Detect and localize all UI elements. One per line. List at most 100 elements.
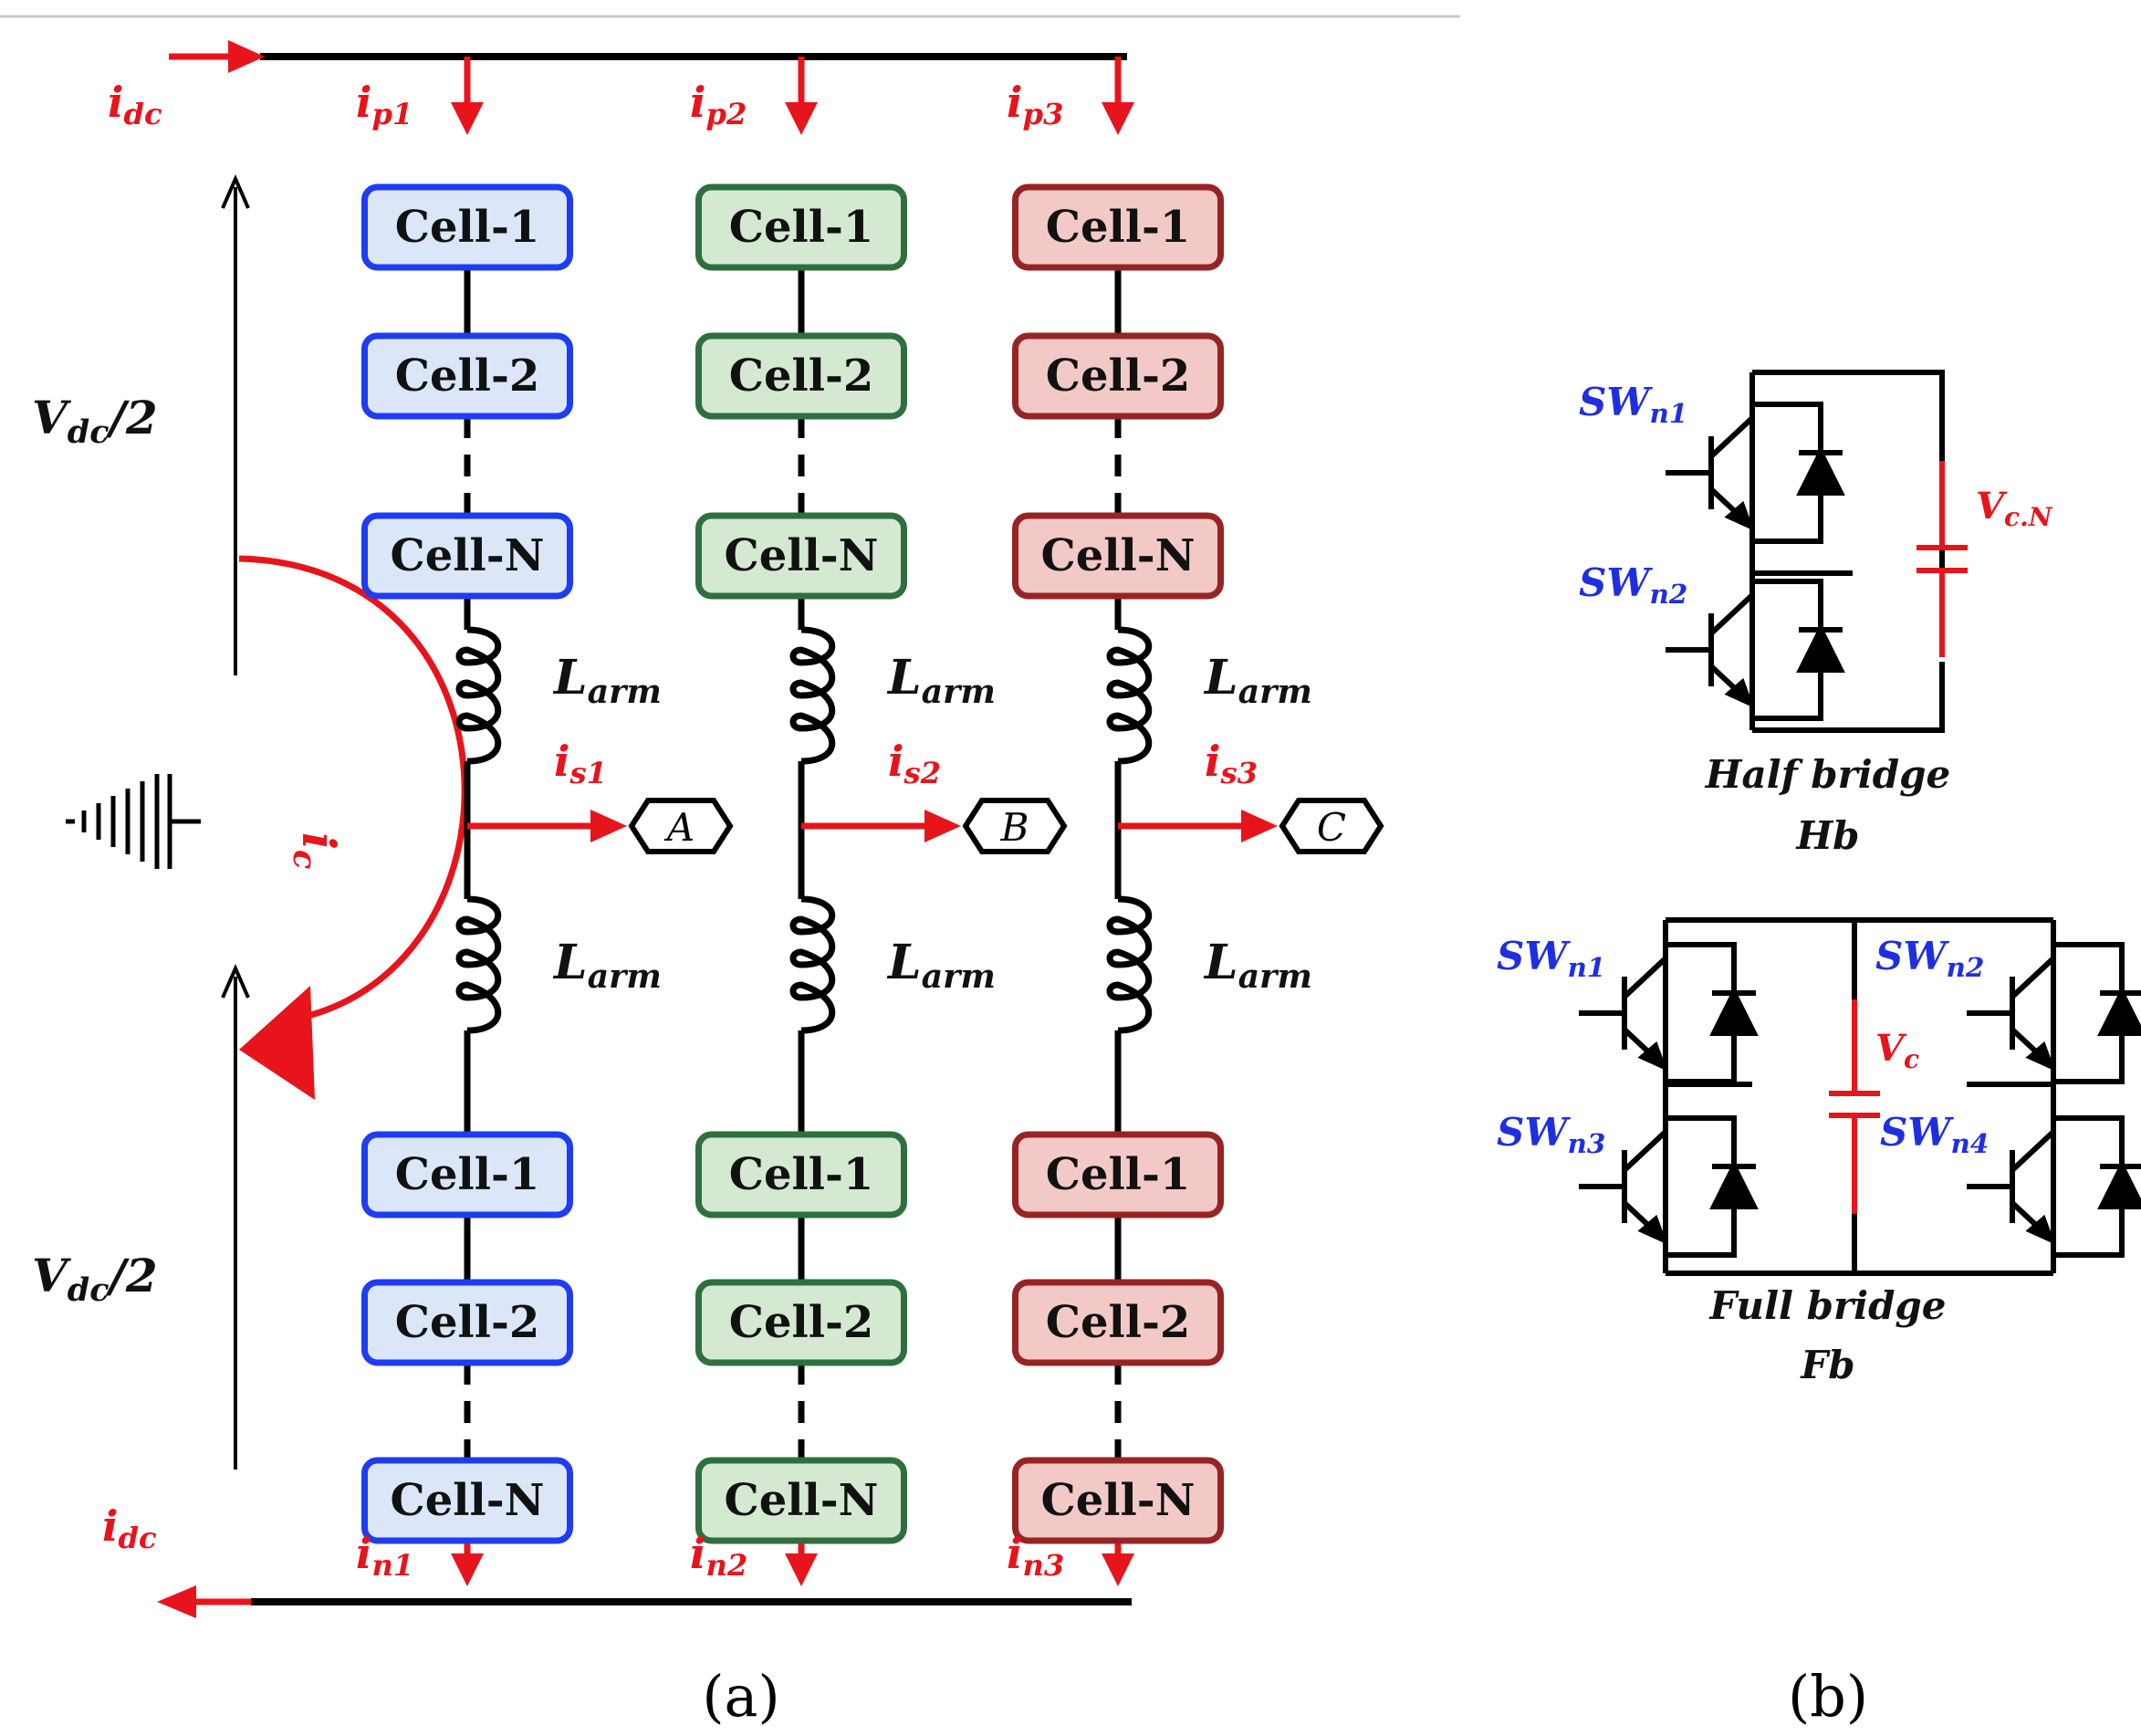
idc-top-label: idc — [108, 78, 162, 131]
hb-switch-1-igbt-icon — [1666, 402, 1845, 544]
idc-top-arrowhead — [228, 40, 265, 73]
ground-icon — [66, 774, 201, 869]
upper-cell-3-phase-a — [361, 512, 573, 600]
inductor-upper-1 — [455, 626, 502, 765]
cell-label: Cell-1 — [1046, 1149, 1191, 1200]
inductor-lower-3 — [1106, 895, 1153, 1034]
hb-sw1-label: SWn1 — [1579, 380, 1687, 429]
upper-cell-2-phase-a — [361, 332, 573, 420]
fb-switch-1-igbt-icon — [1579, 942, 1759, 1084]
larm-label-lower-3: Larm — [1203, 935, 1312, 996]
in1-label: in1 — [356, 1529, 413, 1583]
ip3-label: ip3 — [1007, 78, 1063, 131]
fb-cap-label: Vc — [1875, 1027, 1919, 1074]
fb-switch-4-igbt-icon — [1967, 1115, 2141, 1258]
upper-cell-1-phase-b — [695, 183, 907, 271]
lower-cell-3-phase-c — [1012, 1457, 1224, 1544]
cell-label: Cell-1 — [729, 202, 874, 253]
cell-label: Cell-1 — [395, 1149, 540, 1200]
leg-c: CCell-1Cell-2Cell-NCell-1Cell-2Cell-Nip3… — [1007, 57, 1384, 1586]
cell-label: Cell-2 — [395, 1297, 540, 1348]
fb-sw1-label: SWn1 — [1497, 934, 1605, 983]
upper-cell-2-phase-c — [1012, 332, 1224, 420]
fb-switch-3-igbt-icon — [1579, 1115, 1759, 1258]
hb-switch-2-igbt-icon — [1666, 579, 1845, 721]
cell-label: Cell-2 — [1046, 350, 1191, 402]
terminal-b — [962, 798, 1068, 854]
larm-label-lower-1: Larm — [552, 935, 662, 996]
fb-title: Full bridge — [1708, 1283, 1946, 1328]
cell-label: Cell-N — [390, 1475, 544, 1526]
fb-sw4-label: SWn4 — [1880, 1110, 1989, 1159]
fb-sw2-label: SWn2 — [1875, 934, 1984, 983]
lower-cell-1-phase-a — [361, 1131, 573, 1218]
is1-label: is1 — [554, 737, 607, 790]
hb-sw2-label: SWn2 — [1579, 560, 1687, 610]
inductor-upper-3 — [1106, 626, 1153, 765]
full-bridge-circuit — [1663, 917, 2056, 1276]
lower-cell-2-phase-a — [361, 1279, 573, 1366]
lower-cell-1-phase-b — [695, 1131, 907, 1218]
vdc-lower-label: Vdc/2 — [32, 1249, 158, 1309]
upper-cell-3-phase-c — [1012, 512, 1224, 600]
larm-label-lower-2: Larm — [886, 935, 996, 996]
fb-switch-2-igbt-icon — [1967, 942, 2141, 1084]
terminal-a — [628, 798, 734, 854]
inductor-lower-2 — [789, 895, 836, 1034]
idc-bottom-label: idc — [102, 1501, 157, 1555]
lower-cell-1-phase-c — [1012, 1131, 1224, 1218]
upper-cell-2-phase-b — [695, 332, 907, 420]
leg-a: ACell-1Cell-2Cell-NCell-1Cell-2Cell-Nip1… — [356, 57, 734, 1586]
caption-a: (a) — [702, 1663, 779, 1730]
ip2-label: ip2 — [690, 78, 747, 131]
hb-abbr: Hb — [1795, 813, 1859, 858]
upper-cell-3-phase-b — [695, 512, 907, 600]
cell-label: Cell-N — [1040, 530, 1195, 581]
cell-label: Cell-N — [390, 530, 544, 581]
terminal-c — [1279, 798, 1384, 854]
mmc-circuit: ACell-1Cell-2Cell-NCell-1Cell-2Cell-Nip1… — [32, 40, 1384, 1730]
half-bridge-circuit — [1749, 370, 1968, 733]
is2-label: is2 — [888, 737, 941, 790]
larm-label-upper-2: Larm — [886, 650, 996, 711]
ip1-label: ip1 — [356, 78, 413, 131]
submodule-topologies: SWn1 SWn2 Vc.N Half bridge Hb SWn1 SWn2 … — [1497, 370, 2141, 1730]
ic-circulating-arrow — [238, 555, 468, 1026]
terminal-label-a: A — [663, 805, 695, 850]
cell-label: Cell-1 — [1046, 202, 1191, 253]
is2-arrowhead — [924, 810, 961, 842]
fb-sw3-label: SWn3 — [1497, 1110, 1605, 1159]
terminal-label-b: B — [1000, 805, 1029, 850]
terminal-label-c: C — [1317, 805, 1346, 850]
is3-arrowhead — [1241, 810, 1278, 842]
ic-label: ic — [286, 832, 346, 869]
cell-label: Cell-2 — [729, 1297, 874, 1348]
in3-label: in3 — [1007, 1529, 1064, 1583]
cell-label: Cell-1 — [729, 1149, 874, 1200]
in1-arrowhead — [451, 1553, 484, 1586]
cell-label: Cell-N — [1040, 1475, 1195, 1526]
lower-cell-3-phase-b — [695, 1457, 907, 1544]
cell-label: Cell-N — [724, 530, 878, 581]
ip1-arrowhead — [451, 102, 484, 135]
fb-abbr: Fb — [1800, 1343, 1854, 1387]
upper-cell-1-phase-c — [1012, 183, 1224, 271]
ip3-arrowhead — [1102, 102, 1134, 135]
hb-title: Half bridge — [1705, 752, 1950, 797]
lower-cell-2-phase-b — [695, 1279, 907, 1366]
larm-label-upper-3: Larm — [1203, 650, 1312, 711]
cell-label: Cell-2 — [395, 350, 540, 402]
caption-b: (b) — [1788, 1663, 1868, 1730]
idc-bottom-arrowhead — [157, 1585, 196, 1618]
inductor-lower-1 — [455, 895, 502, 1034]
cell-label: Cell-1 — [395, 202, 540, 253]
upper-cell-1-phase-a — [361, 183, 573, 271]
cell-label: Cell-2 — [1046, 1297, 1191, 1348]
in2-label: in2 — [690, 1529, 747, 1583]
vdc-upper-label: Vdc/2 — [32, 391, 158, 451]
lower-cell-3-phase-a — [361, 1457, 573, 1544]
cell-label: Cell-2 — [729, 350, 874, 402]
is1-arrowhead — [590, 810, 627, 842]
inductor-upper-2 — [789, 626, 836, 765]
